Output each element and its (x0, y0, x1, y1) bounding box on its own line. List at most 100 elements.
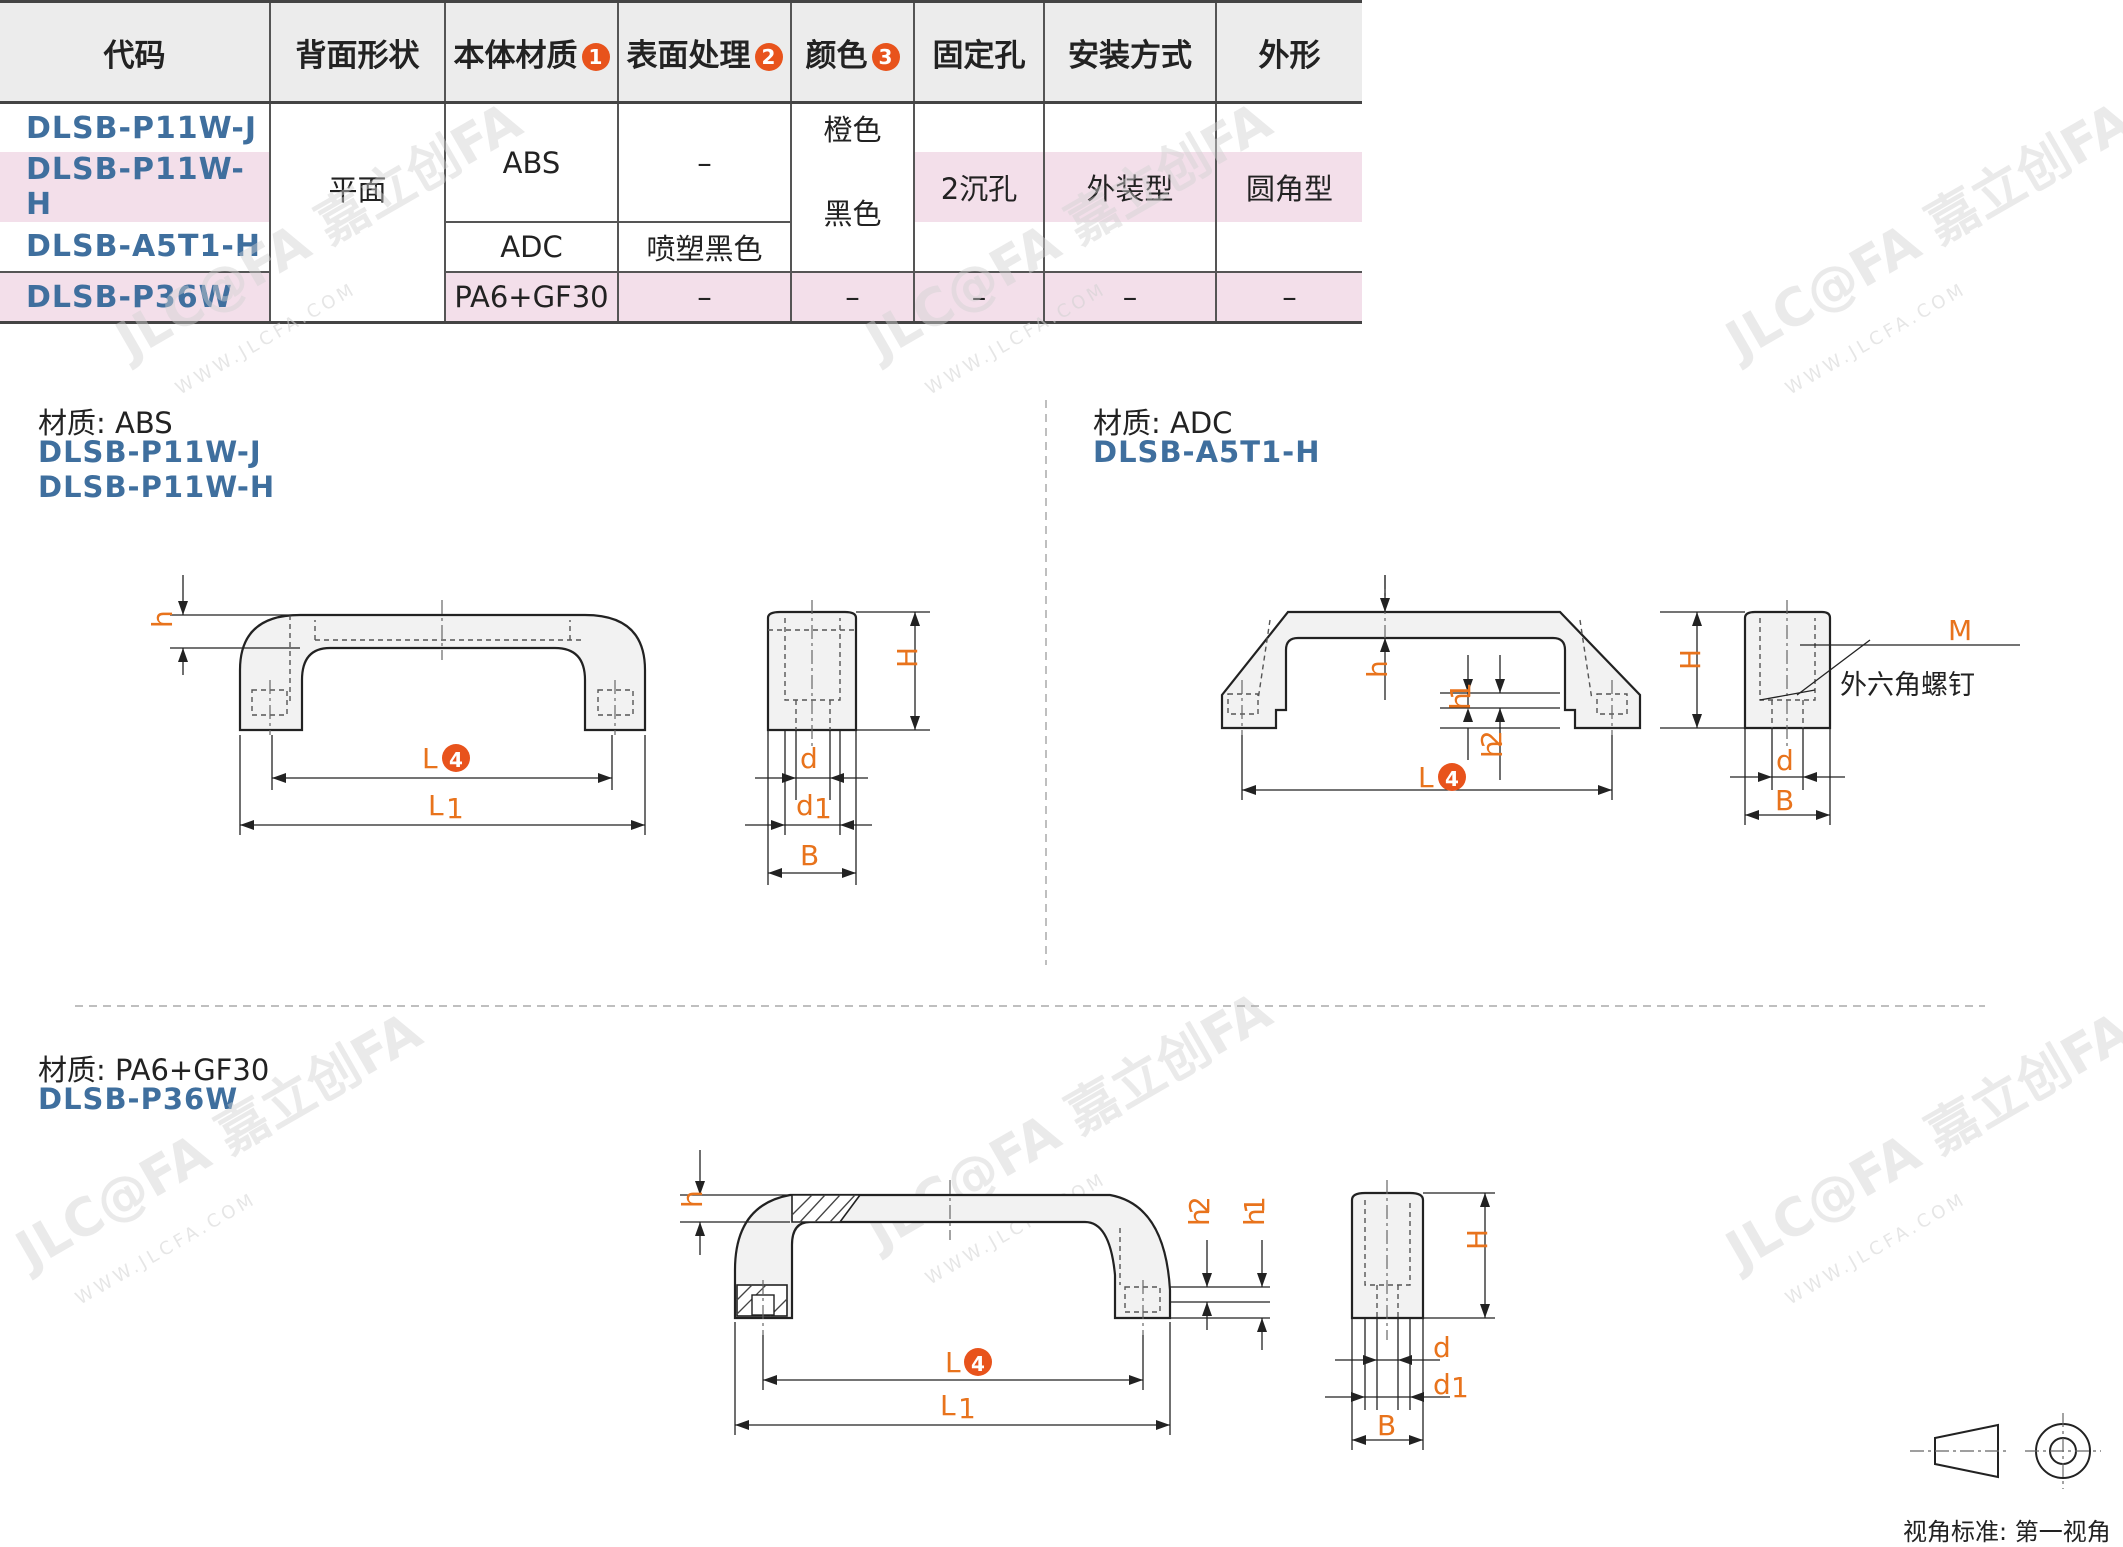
dim-d1-sub: 1 (814, 792, 832, 825)
shape-cell: – (1215, 271, 1362, 324)
dim3-H: H (1461, 1229, 1494, 1250)
dim3-d1: d (1433, 1368, 1451, 1401)
first-angle-projection-symbol (1910, 1413, 2101, 1489)
hole-cell: 2沉孔 (913, 152, 1044, 222)
dim3-L-badge: 4 (971, 1352, 985, 1376)
dim-d: d (800, 742, 818, 775)
dim3-h2: h (1183, 1208, 1216, 1226)
watermark-text: JLC@FA 嘉立创FA (1714, 1001, 2123, 1283)
surface-cell: 喷塑黑色 (617, 221, 791, 272)
dim-h: h (146, 610, 179, 628)
surface-cell: – (617, 271, 791, 324)
dim3-B: B (1377, 1409, 1396, 1442)
color-cell: – (790, 271, 914, 324)
header-code: 代码 (0, 0, 270, 104)
dim2-B: B (1775, 784, 1794, 817)
material-cell: ADC (444, 221, 618, 272)
dim2-H: H (1674, 649, 1707, 670)
mount-top-cell (1043, 102, 1216, 152)
table-row: DLSB-P11W-J 平面 ABS – 橙色 (0, 102, 1362, 272)
dim2-L: L (1418, 761, 1434, 794)
badge-2: 2 (754, 42, 783, 71)
drawing3-side-view: H d d 1 B (1325, 1180, 1495, 1450)
dim3-L1: L (940, 1389, 956, 1422)
drawing1-side-view: H d d 1 B (745, 600, 930, 885)
dim-L-badge: 4 (449, 748, 463, 772)
header-shape: 外形 (1215, 0, 1362, 104)
shape-bottom-cell (1215, 222, 1362, 272)
mount-bottom-cell (1043, 222, 1216, 272)
color-cell: 黑色 (790, 152, 914, 272)
back-shape-cell: 平面 (269, 102, 445, 272)
dim2-d: d (1776, 744, 1794, 777)
code-cell: DLSB-P11W-J (26, 110, 258, 146)
watermark-text: JLC@FA 嘉立创FA (1714, 91, 2123, 373)
back-shape-empty-cell (269, 272, 445, 324)
hole-top-cell (913, 102, 1044, 152)
header-fixing-hole: 固定孔 (913, 0, 1044, 104)
header-back-shape: 背面形状 (269, 0, 445, 104)
dim-L1: L (428, 789, 444, 822)
dim3-h1: h (1238, 1208, 1271, 1226)
dim-L: L (422, 742, 438, 775)
dim3-L: L (945, 1346, 961, 1379)
watermark-text: JLC@FA 嘉立创FA (104, 91, 532, 373)
dim-d1: d (796, 789, 814, 822)
code-cell: DLSB-A5T1-H (26, 229, 261, 264)
drawing2-front-view: h h 1 h 2 L 4 (1220, 575, 1642, 800)
dim2-h2-sub: 2 (1475, 730, 1508, 748)
dim3-h1-sub: 1 (1238, 1196, 1271, 1214)
code-cell: DLSB-P11W-H (0, 152, 270, 222)
drawing1-front-view: h L 4 L 1 (146, 575, 647, 835)
section3-material: 材质: PA6+GF30 (38, 1053, 270, 1087)
section1-code-1: DLSB-P11W-J (38, 435, 262, 469)
dim2-L-badge: 4 (1445, 767, 1459, 791)
shape-top-cell (1215, 102, 1362, 152)
dim3-h: h (676, 1190, 709, 1208)
hex-screw-annotation: 外六角螺钉 (1840, 670, 1975, 701)
material-cell: ABS (444, 102, 618, 222)
table-row: DLSB-A5T1-H ADC 喷塑黑色 (0, 221, 1362, 272)
dim3-h2-sub: 2 (1183, 1196, 1216, 1214)
table-row: DLSB-P36W PA6+GF30 – – – – – (0, 271, 1362, 324)
mount-cell: 外装型 (1043, 152, 1216, 222)
dim2-h: h (1361, 660, 1394, 678)
section3-code-1: DLSB-P36W (38, 1082, 239, 1116)
hole-bottom-cell (913, 222, 1044, 272)
dim3-d: d (1433, 1331, 1451, 1364)
projection-label: 视角标准: 第一视角 (1903, 1518, 2111, 1546)
section2-material: 材质: ADC (1093, 406, 1233, 440)
dim3-d1-sub: 1 (1451, 1371, 1469, 1404)
section2-code-1: DLSB-A5T1-H (1093, 435, 1321, 469)
dim3-L1-sub: 1 (958, 1392, 976, 1425)
drawing3-front-view: h L 4 L 1 h 2 h 1 (676, 1150, 1271, 1435)
dim2-h1-sub: 1 (1444, 682, 1477, 700)
watermark-text: JLC@FA 嘉立创FA (4, 1001, 432, 1283)
dim-M: M (1948, 614, 1972, 647)
section1-material: 材质: ABS (38, 406, 173, 440)
section1-code-2: DLSB-P11W-H (38, 470, 276, 504)
badge-3: 3 (871, 42, 900, 71)
watermark-text: JLC@FA 嘉立创FA (854, 91, 1282, 373)
mount-cell: – (1043, 271, 1216, 324)
dim-L1-sub: 1 (446, 792, 464, 825)
code-cell: DLSB-P36W (0, 271, 270, 324)
header-mounting: 安装方式 (1043, 0, 1216, 104)
material-cell: PA6+GF30 (444, 271, 618, 324)
badge-1: 1 (581, 42, 610, 71)
hole-cell: – (913, 271, 1044, 324)
shape-cell: 圆角型 (1215, 152, 1362, 222)
table-row: DLSB-P11W-H 黑色 2沉孔 外装型 圆角型 (0, 152, 1362, 272)
dim-H: H (891, 647, 924, 668)
dim2-h1: h (1444, 692, 1477, 710)
dim-B: B (800, 839, 819, 872)
drawing2-side-view: M H d B (1660, 600, 2020, 825)
surface-cell: – (617, 102, 791, 222)
color-cell: 橙色 (790, 102, 914, 152)
